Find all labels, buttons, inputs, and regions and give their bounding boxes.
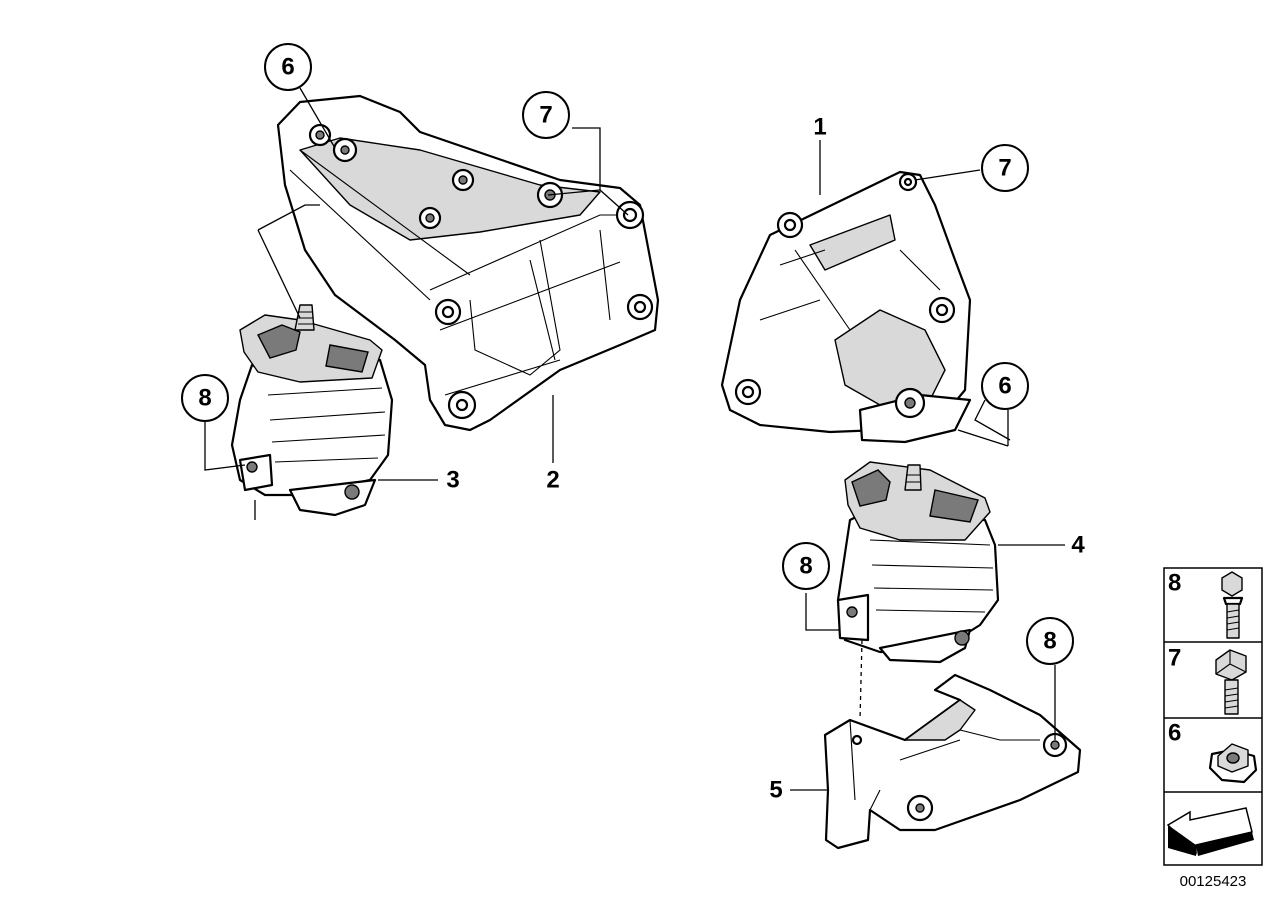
hex-nut-icon — [1208, 743, 1258, 784]
callout-7-top-label: 7 — [539, 102, 552, 129]
callout-7-top: 7 — [522, 91, 570, 139]
callout-8-left: 8 — [181, 374, 229, 422]
direction-arrow-icon — [1166, 807, 1254, 856]
legend-item-7-number: 7 — [1168, 645, 1181, 672]
callout-8-mid-label: 8 — [799, 553, 812, 580]
callout-8-mid: 8 — [782, 542, 830, 590]
flange-bolt-icon — [1221, 571, 1244, 639]
hex-bolt-icon — [1215, 649, 1247, 715]
callout-7-right: 7 — [981, 144, 1029, 192]
legend-item-8-number: 8 — [1168, 570, 1181, 597]
drawing-number: 00125423 — [1180, 873, 1247, 890]
engine-mount-left — [230, 304, 394, 517]
callout-6-right: 6 — [981, 362, 1029, 410]
callout-8-left-label: 8 — [198, 385, 211, 412]
callout-6-top-label: 6 — [281, 54, 294, 81]
callout-1: 1 — [813, 114, 826, 141]
legend-item-8: 8 — [1168, 570, 1244, 639]
callout-6-right-label: 6 — [998, 373, 1011, 400]
legend-item-7: 7 — [1168, 645, 1247, 715]
engine-support-bracket — [823, 673, 1082, 850]
callout-7-right-label: 7 — [998, 155, 1011, 182]
callout-8-right: 8 — [1026, 617, 1074, 665]
callout-3: 3 — [446, 467, 459, 494]
engine-bracket-left — [276, 94, 660, 432]
callout-3-label: 3 — [446, 467, 459, 494]
callout-5-label: 5 — [769, 777, 782, 804]
callout-2: 2 — [546, 467, 559, 494]
callout-6-top: 6 — [264, 43, 312, 91]
callout-5: 5 — [769, 777, 782, 804]
engine-bracket-right — [720, 170, 972, 444]
callout-2-label: 2 — [546, 467, 559, 494]
callout-1-label: 1 — [813, 114, 826, 141]
callout-4: 4 — [1071, 532, 1085, 559]
callout-8-right-label: 8 — [1043, 628, 1056, 655]
callout-4-label: 4 — [1071, 532, 1085, 559]
engine-mount-right — [836, 461, 1000, 664]
leader-lines — [204, 87, 1065, 791]
legend-panel: 8 7 6 — [1163, 567, 1263, 866]
legend-item-6: 6 — [1168, 720, 1258, 784]
legend-item-6-number: 6 — [1168, 720, 1181, 747]
